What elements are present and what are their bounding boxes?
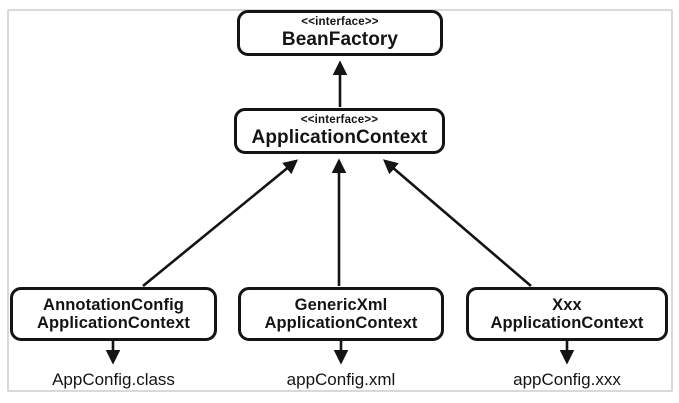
node-bean-factory: <<interface>> BeanFactory xyxy=(237,10,443,56)
xxx-name-line1: Xxx xyxy=(552,295,582,314)
file-label-appconfig-xxx: appConfig.xxx xyxy=(513,370,621,389)
genericxml-name-line2: ApplicationContext xyxy=(264,314,418,332)
node-annotationconfig-applicationcontext: AnnotationConfig ApplicationContext xyxy=(10,287,217,341)
file-label-appconfig-class: AppConfig.class xyxy=(52,370,175,389)
application-context-name: ApplicationContext xyxy=(251,126,428,148)
genericxml-name-line1: GenericXml xyxy=(294,295,388,314)
bean-factory-name: BeanFactory xyxy=(281,28,399,50)
xxx-name-line2: ApplicationContext xyxy=(490,314,644,332)
bean-factory-stereotype: <<interface>> xyxy=(301,15,379,28)
arrow-annotationconfig-to-applicationcontext xyxy=(142,159,299,288)
file-label-appconfig-xml: appConfig.xml xyxy=(286,370,396,389)
application-context-stereotype: <<interface>> xyxy=(300,113,379,126)
node-genericxml-applicationcontext: GenericXml ApplicationContext xyxy=(238,287,444,341)
node-application-context: <<interface>> ApplicationContext xyxy=(234,108,445,154)
annotationconfig-name-line2: ApplicationContext xyxy=(36,314,191,332)
arrow-xxx-to-applicationcontext xyxy=(383,159,532,287)
annotationconfig-name-line1: AnnotationConfig xyxy=(43,295,184,314)
node-xxx-applicationcontext: Xxx ApplicationContext xyxy=(466,287,668,341)
